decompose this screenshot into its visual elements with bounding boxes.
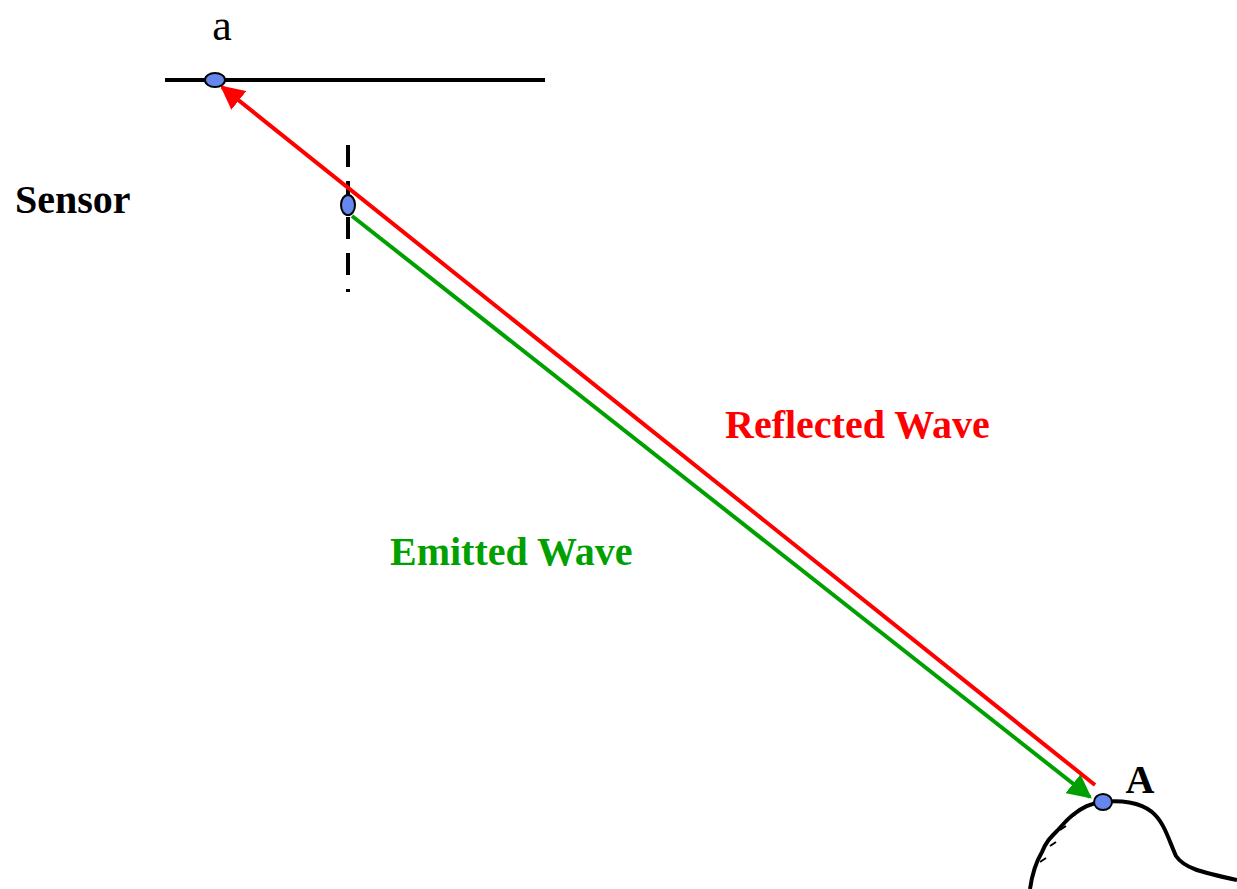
sensor-label: Sensor [15,180,131,220]
emitted-wave-line [352,216,1090,797]
sensor-point [341,195,355,215]
terrain-hatch [1040,814,1076,862]
ground-point [1094,794,1112,810]
image-point [205,73,225,87]
point-label: a [212,4,232,48]
sensor-axis [346,145,350,292]
terrain-outline [1030,801,1237,889]
wave-label: Reflected Wave [725,405,990,445]
wave-label: Emitted Wave [390,532,633,572]
reflected-wave-line [222,87,1095,785]
point-label: A [1126,760,1155,800]
